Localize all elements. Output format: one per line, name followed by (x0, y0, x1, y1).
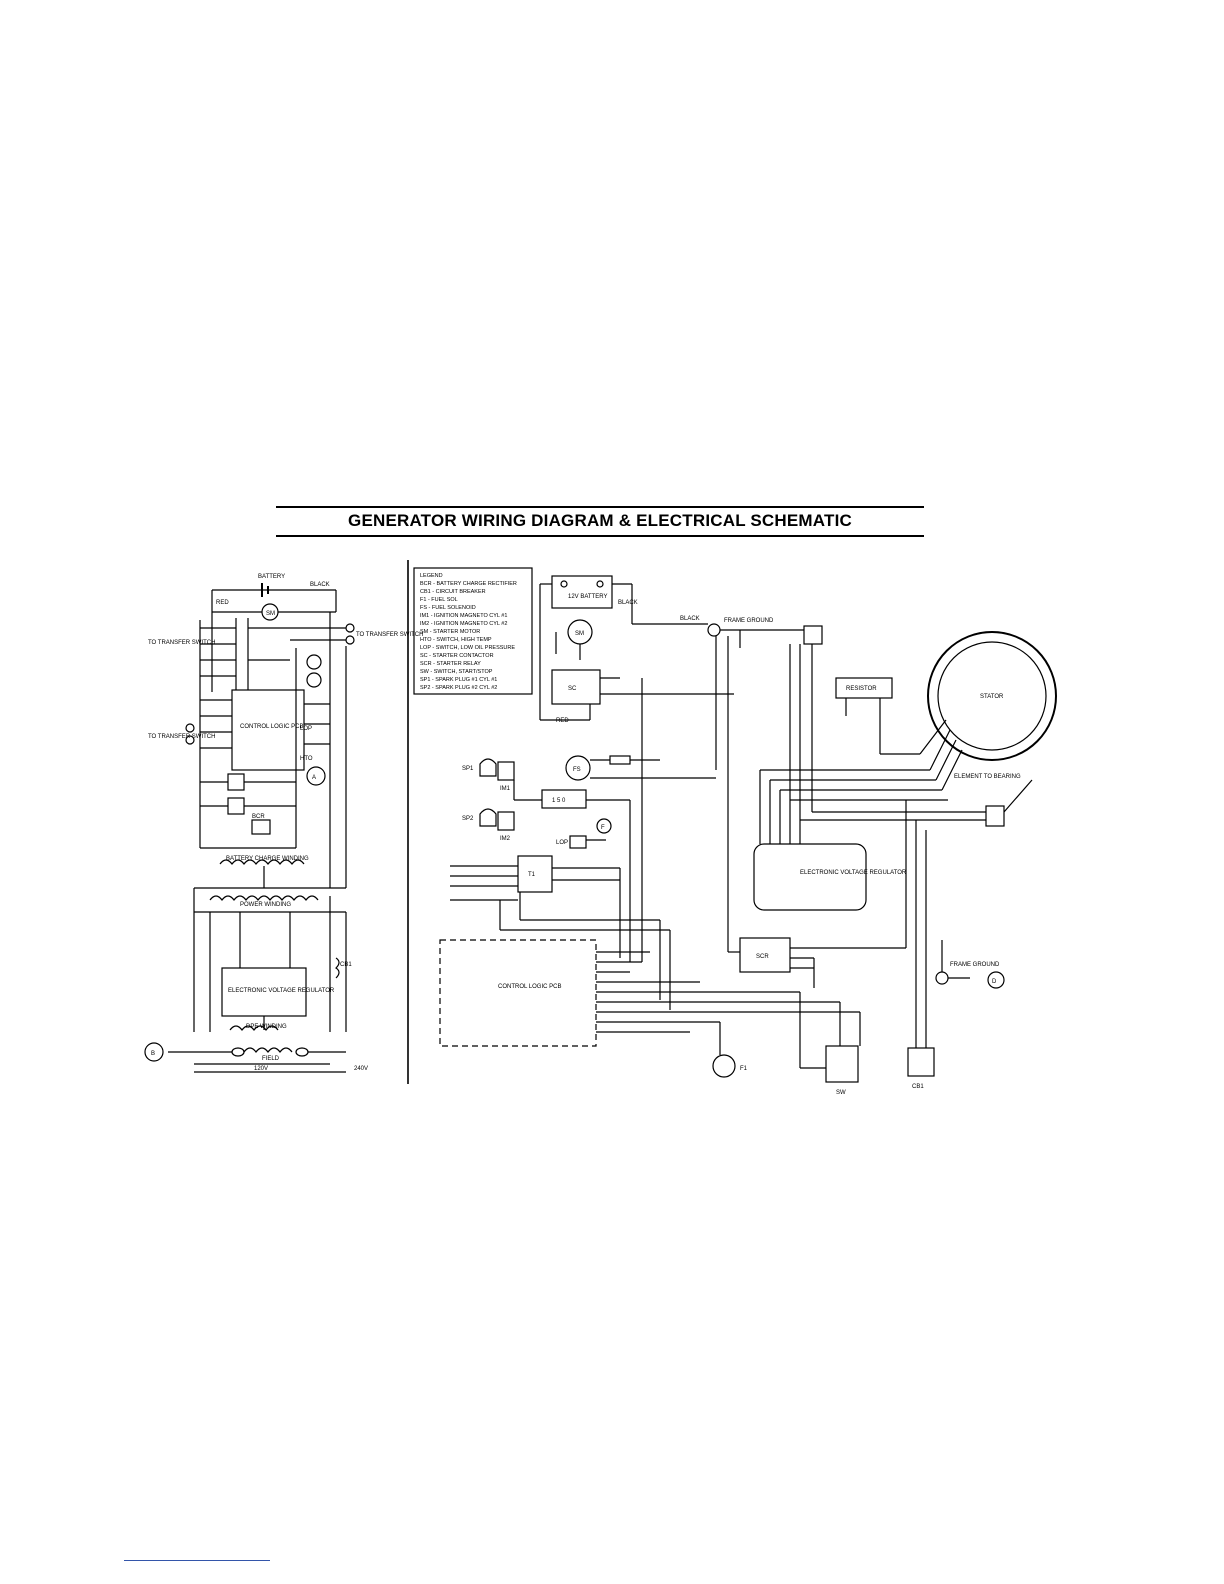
label-sm-center: SM (575, 631, 584, 637)
legend-item: F1 - FUEL SOL (420, 597, 458, 603)
label-dpe-winding: DPE WINDING (246, 1024, 287, 1030)
label-frame-ground-right: FRAME GROUND (950, 962, 1000, 968)
label-control-logic-left: CONTROL LOGIC PCB (240, 724, 303, 730)
label-f1: F1 (740, 1066, 748, 1072)
label-transfer-switch-left-2: TO TRANSFER SWITCH (148, 734, 215, 740)
label-evr-right: ELECTRONIC VOLTAGE REGULATOR (800, 870, 907, 876)
label-hto-left: HTO (300, 756, 313, 762)
legend-item: FS - FUEL SOLENOID (420, 605, 476, 611)
label-element-bearing: ELEMENT TO BEARING (954, 774, 1021, 780)
label-sm-left: SM (266, 611, 275, 617)
label-red-center: RED (556, 718, 569, 724)
legend-item: SP1 - SPARK PLUG #1 CYL #1 (420, 677, 497, 683)
label-t1: T1 (528, 872, 536, 878)
label-sw: SW (836, 1090, 846, 1096)
label-black-center-2: BLACK (680, 616, 700, 622)
legend-item: SW - SWITCH, START/STOP (420, 669, 493, 675)
label-power-winding: POWER WINDING (240, 902, 291, 908)
label-black-center: BLACK (618, 600, 638, 606)
title-rule-bottom (276, 535, 924, 537)
label-240v: 240V (354, 1066, 368, 1072)
label-lop-left: LOP (300, 726, 312, 732)
label-transfer-switch-right: TO TRANSFER SWITCH (356, 632, 423, 638)
legend-item: LOP - SWITCH, LOW OIL PRESSURE (420, 645, 515, 651)
legend-item: IM1 - IGNITION MAGNETO CYL #1 (420, 613, 507, 619)
label-bcr-left: BCR (252, 814, 265, 820)
footer-rule (124, 1560, 270, 1561)
legend-item: HTO - SWITCH, HIGH TEMP (420, 637, 492, 643)
label-evr-left: ELECTRONIC VOLTAGE REGULATOR (228, 988, 335, 994)
label-lop-center: LOP (556, 840, 568, 846)
label-sc: SC (568, 686, 577, 692)
label-cb1-left: CB1 (340, 962, 352, 968)
title-banner: GENERATOR WIRING DIAGRAM & ELECTRICAL SC… (276, 502, 924, 538)
label-im2: IM2 (500, 836, 511, 842)
legend-item: SCR - STARTER RELAY (420, 661, 481, 667)
label-circle-d: D (992, 979, 997, 985)
label-cb1-right: CB1 (912, 1084, 924, 1090)
label-120v: 120V (254, 1066, 268, 1072)
label-black-left: BLACK (310, 582, 330, 588)
label-transfer-switch-left-1: TO TRANSFER SWITCH (148, 640, 215, 646)
label-field: FIELD (262, 1056, 280, 1062)
label-rectifier-block: 1 5 0 (552, 798, 566, 804)
label-scr: SCR (756, 954, 769, 960)
label-frame-ground-top: FRAME GROUND (724, 618, 774, 624)
legend-item: SP2 - SPARK PLUG #2 CYL #2 (420, 685, 497, 691)
label-control-logic-center: CONTROL LOGIC PCB (498, 984, 561, 990)
legend: LEGEND BCR - BATTERY CHARGE RECTIFIER CB… (420, 573, 517, 691)
label-circle-b: B (151, 1051, 155, 1057)
label-fs: FS (573, 767, 581, 773)
legend-item: SC - STARTER CONTACTOR (420, 653, 494, 659)
legend-item: CB1 - CIRCUIT BREAKER (420, 589, 486, 595)
label-12v-battery: 12V BATTERY (568, 594, 607, 600)
label-circle-f: F (601, 825, 605, 831)
label-circle-a: A (312, 775, 316, 781)
page-title: GENERATOR WIRING DIAGRAM & ELECTRICAL SC… (348, 511, 852, 530)
label-sp1: SP1 (462, 766, 474, 772)
label-red-left: RED (216, 600, 229, 606)
title-rule-top (276, 506, 924, 508)
legend-item: SM - STARTER MOTOR (420, 629, 480, 635)
legend-item: BCR - BATTERY CHARGE RECTIFIER (420, 581, 517, 587)
label-battery-left: BATTERY (258, 574, 285, 580)
label-im1: IM1 (500, 786, 511, 792)
label-stator: STATOR (980, 694, 1004, 700)
legend-item: IM2 - IGNITION MAGNETO CYL #2 (420, 621, 507, 627)
label-sp2: SP2 (462, 816, 474, 822)
label-battery-charge-winding: BATTERY CHARGE WINDING (226, 856, 309, 862)
label-resistor: RESISTOR (846, 686, 877, 692)
legend-title: LEGEND (420, 573, 443, 579)
